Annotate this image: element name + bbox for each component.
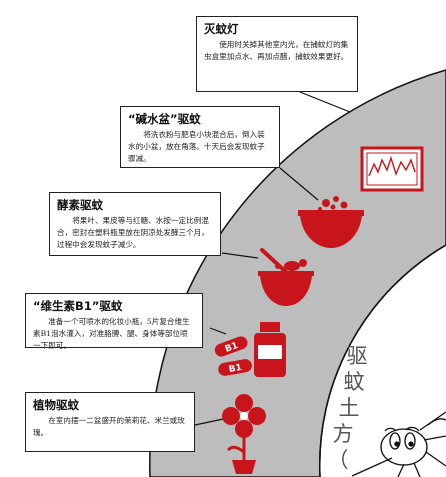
method-title: “碱水盆”驱蚊	[128, 112, 201, 126]
bug-zapper-icon	[360, 146, 424, 192]
method-text: 使用时关掉其他室内光，在捕蚊灯的集虫盒里加点水、再加点醋，捕蚊效果更好。	[204, 40, 349, 61]
flower-plant-icon	[222, 394, 266, 474]
method-card-soap-basin: “碱水盆”驱蚊 将洗衣粉与肥皂小块混合后，倒入装水的小盆，放在角落。十天后会发现…	[120, 106, 280, 168]
leader-lines	[194, 91, 351, 426]
pill-label-2: B1	[228, 363, 243, 375]
pill-1: B1	[214, 336, 248, 357]
vitamin-bottle-icon: B1 B1	[214, 322, 286, 377]
mosquito-icon	[351, 411, 446, 477]
pill-label-1: B1	[224, 341, 240, 355]
method-card-plant: 植物驱蚊 在室内摆一二盆盛开的茉莉花、米兰或玫瑰。	[25, 392, 195, 452]
title-char-4: 方	[332, 422, 354, 446]
method-card-bug-zapper: 灭蚊灯 使用时关掉其他室内光，在捕蚊灯的集虫盒里加点水、再加点醋，捕蚊效果更好。	[196, 16, 358, 92]
method-card-enzyme: 酵素驱蚊 将果叶、果皮等与红糖、水按一定比例混合，密封在塑料瓶里放在阴凉处发酵三…	[49, 192, 221, 256]
pill-2: B1	[218, 359, 252, 376]
soap-basin-icon	[298, 196, 364, 248]
method-title: 酵素驱蚊	[57, 198, 103, 212]
method-text: 在室内摆一二盆盛开的茉莉花、米兰或玫瑰。	[33, 416, 185, 437]
method-text: 将果叶、果皮等与红糖、水按一定比例混合，密封在塑料瓶里放在阴凉处发酵三个月，过程…	[57, 216, 209, 249]
method-text: 将洗衣粉与肥皂小块混合后，倒入装水的小盆，放在角落。十天后会发现蚊子骤减。	[128, 130, 265, 163]
title-char-1: 驱	[346, 344, 368, 368]
ring-inner-edge	[318, 244, 446, 477]
title-char-5: （	[327, 448, 349, 472]
method-text: 准备一个可喷水的化妆小瓶，5片复合维生素B1泡水灌入，对准胳膊、腿、身体等部位喷…	[33, 317, 190, 350]
enzyme-bowl-icon	[258, 248, 314, 306]
method-title: 植物驱蚊	[33, 398, 79, 412]
title-char-2: 蚊	[343, 370, 365, 394]
method-card-vitamin-b1: “维生素B1”驱蚊 准备一个可喷水的化妆小瓶，5片复合维生素B1泡水灌入，对准胳…	[25, 293, 203, 350]
method-title: 灭蚊灯	[204, 22, 239, 36]
method-title: “维生素B1”驱蚊	[33, 299, 123, 313]
title-char-3: 土	[338, 396, 360, 420]
